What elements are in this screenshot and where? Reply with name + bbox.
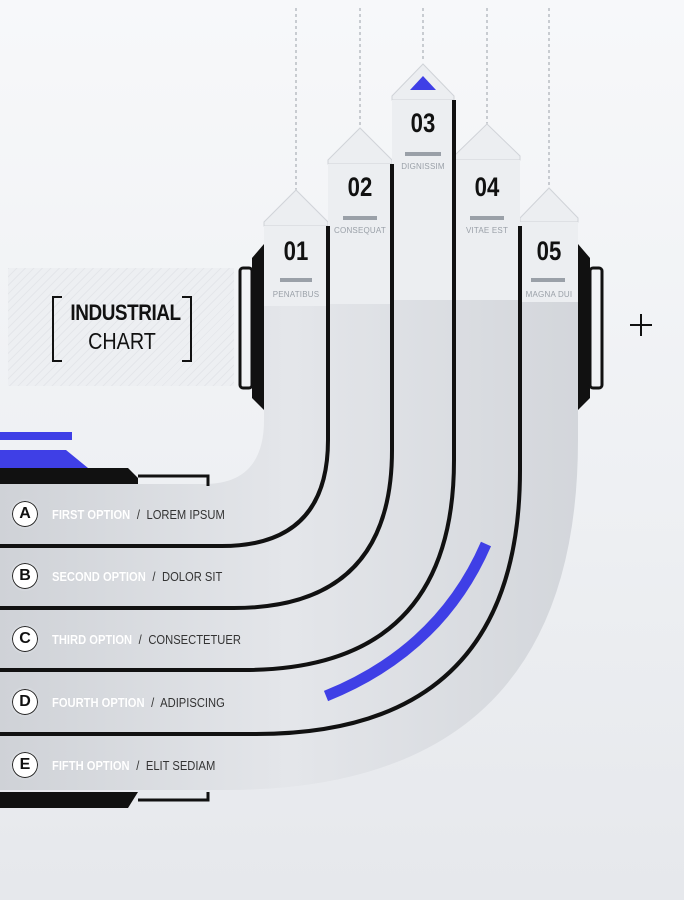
accent-arc — [323, 541, 492, 702]
step-03-number: 03 — [410, 108, 436, 138]
plus-icon — [630, 314, 652, 336]
step-04-number: 04 — [474, 172, 500, 202]
arrow-head-02 — [327, 127, 393, 165]
arrow-head-05 — [519, 187, 579, 223]
option-a-separator: / — [136, 506, 140, 522]
option-d-badge: D — [10, 687, 40, 717]
option-c-text: THIRD OPTION / CONSECTETUER — [52, 632, 241, 647]
option-e-title: FIFTH OPTION — [52, 757, 130, 773]
option-d-text: FOURTH OPTION / ADIPISCING — [52, 695, 225, 710]
option-c-title: THIRD OPTION — [52, 631, 133, 647]
option-b-subtitle: DOLOR SIT — [162, 568, 223, 584]
option-d-separator: / — [151, 694, 155, 710]
option-b-title: SECOND OPTION — [52, 568, 146, 584]
option-d-subtitle: ADIPISCING — [160, 694, 225, 710]
option-a-subtitle: LOREM IPSUM — [146, 506, 225, 522]
lane-separator-4 — [0, 226, 522, 736]
chart-title-line1: INDUSTRIAL — [70, 300, 181, 325]
title-bracket-right — [182, 296, 192, 362]
accent-triangle — [410, 76, 436, 90]
right-bracket-hardware — [578, 244, 604, 410]
arrow-head-04 — [453, 123, 521, 161]
option-e-text: FIFTH OPTION / ELIT SEDIAM — [52, 758, 215, 773]
lane-separator-3 — [0, 100, 456, 672]
chart-title-line2: CHART — [88, 328, 156, 354]
step-01-number: 01 — [283, 236, 309, 266]
top-left-plate — [0, 432, 210, 486]
option-c: C THIRD OPTION / CONSECTETUER — [10, 622, 272, 656]
curved-band — [0, 226, 578, 790]
option-c-subtitle: CONSECTETUER — [148, 631, 241, 647]
step-05-label: MAGNA DUI — [525, 290, 573, 299]
guide-lines — [295, 8, 550, 190]
step-02-number: 02 — [347, 172, 373, 202]
arrow-head-01 — [263, 189, 329, 227]
step-03-label: DIGNISSIM — [401, 162, 445, 171]
title-panel — [8, 268, 234, 386]
option-b: B SECOND OPTION / DOLOR SIT — [10, 559, 250, 593]
option-a: A FIRST OPTION / LOREM IPSUM — [10, 497, 253, 531]
step-01-label: PENATIBUS — [272, 290, 320, 299]
step-02-label: CONSEQUAT — [334, 226, 386, 235]
option-a-title: FIRST OPTION — [52, 506, 131, 522]
bottom-left-plate — [0, 792, 210, 808]
step-05-number: 05 — [536, 236, 562, 266]
lane-separator-2 — [0, 164, 394, 610]
left-bracket-hardware — [238, 244, 264, 410]
arrow-shafts — [264, 100, 578, 306]
option-b-separator: / — [152, 568, 156, 584]
option-e: E FIFTH OPTION / ELIT SEDIAM — [10, 748, 242, 782]
option-a-badge: A — [10, 499, 40, 529]
option-b-text: SECOND OPTION / DOLOR SIT — [52, 569, 222, 584]
option-a-text: FIRST OPTION / LOREM IPSUM — [52, 507, 225, 522]
lane-separator-1 — [0, 226, 330, 548]
option-b-badge: B — [10, 561, 40, 591]
number-underlines — [280, 152, 565, 282]
title-bracket-left — [52, 296, 62, 362]
option-e-subtitle: ELIT SEDIAM — [145, 757, 216, 773]
option-e-badge: E — [10, 750, 40, 780]
option-e-separator: / — [136, 757, 140, 773]
option-c-separator: / — [138, 631, 142, 647]
step-04-label: VITAE EST — [465, 226, 509, 235]
option-d: D FOURTH OPTION / ADIPISCING — [10, 685, 253, 719]
option-d-title: FOURTH OPTION — [52, 694, 145, 710]
lane-separators — [0, 100, 522, 736]
option-c-badge: C — [10, 624, 40, 654]
